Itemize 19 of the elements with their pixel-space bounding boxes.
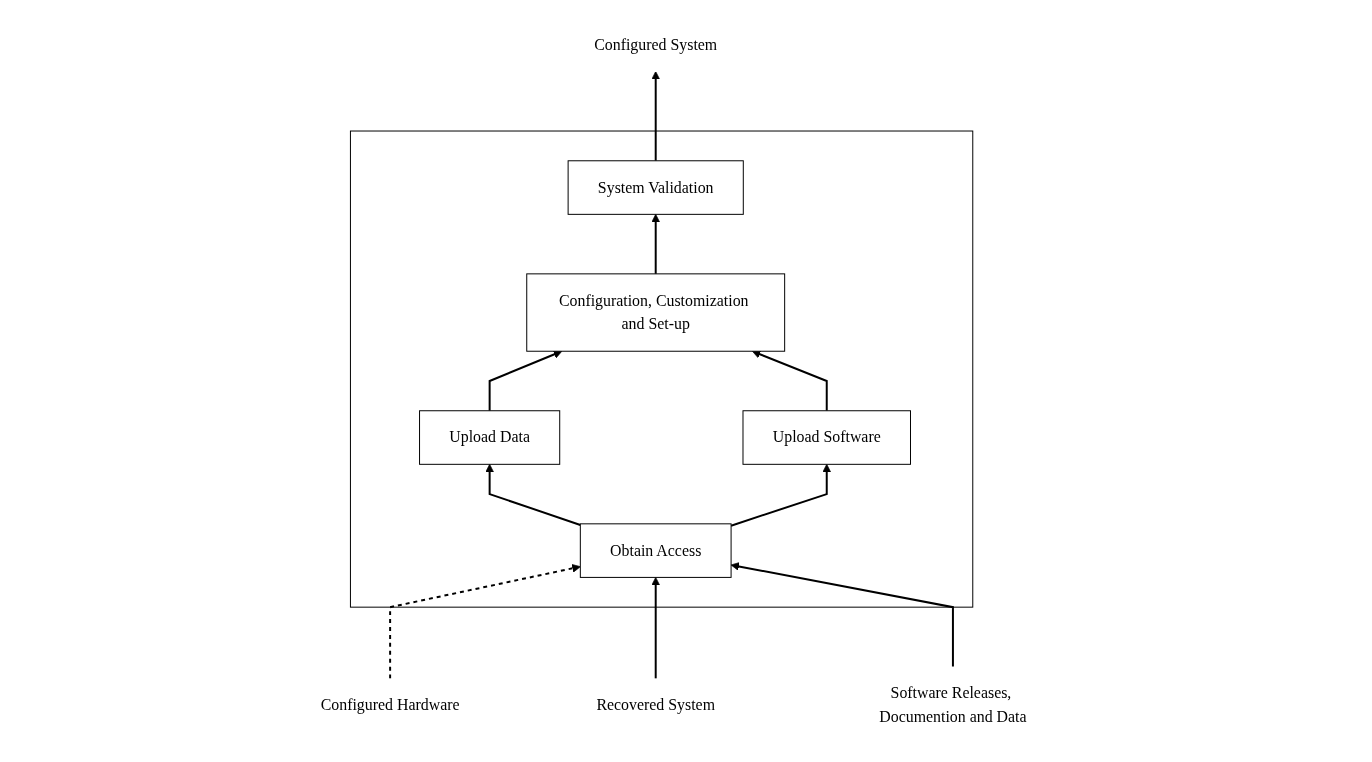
node-text: Configured Hardware [320, 696, 460, 714]
arrow [730, 562, 954, 668]
node-box: Obtain Access [579, 523, 732, 578]
node-text: Configured System [593, 35, 717, 53]
node-box: Configuration, Customization and Set-up [525, 273, 785, 352]
arrow [751, 350, 828, 412]
arrow [388, 564, 581, 680]
arrow [650, 71, 660, 162]
cluster [349, 130, 973, 608]
arrow [650, 213, 660, 275]
arrow [650, 577, 660, 680]
arrow [484, 463, 581, 526]
node-box: System Validation [567, 160, 744, 215]
node-box: Upload Data [418, 410, 560, 465]
node-box: Upload Software [742, 410, 911, 465]
node-text: Software Releases, Documention and Data [878, 684, 1027, 726]
arrow [729, 463, 831, 527]
arrow [488, 350, 562, 412]
node-text: Recovered System [596, 696, 715, 714]
